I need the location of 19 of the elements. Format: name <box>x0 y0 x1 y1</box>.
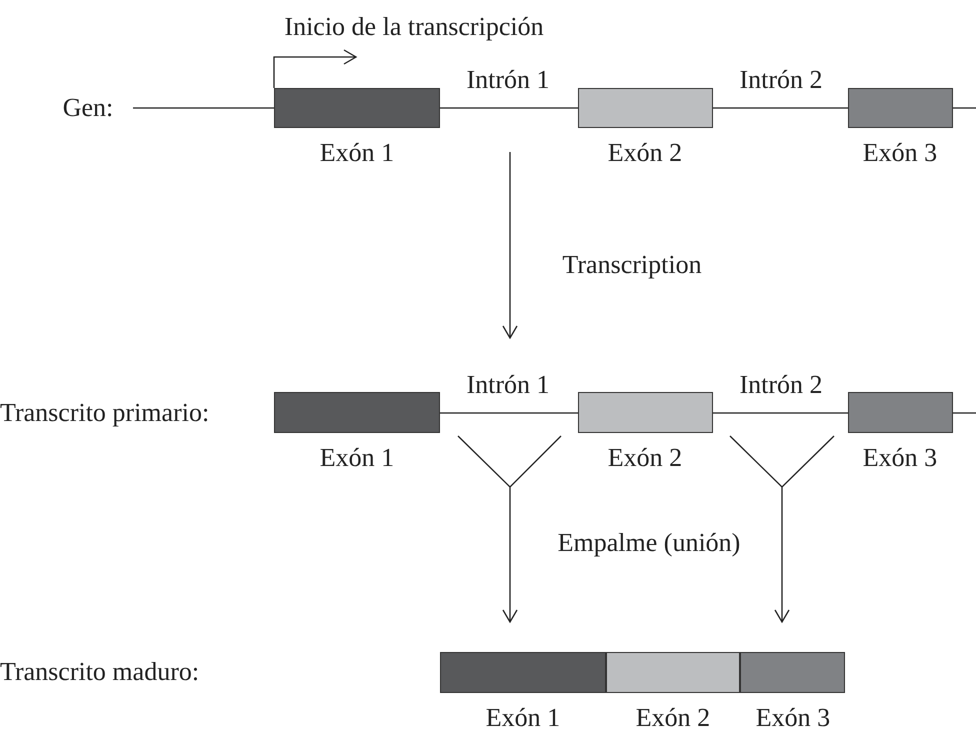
intron-label: Intrón 2 <box>739 372 823 398</box>
row-label: Transcrito primario: <box>0 400 210 426</box>
intron-label: Intrón 1 <box>466 372 550 398</box>
process-label: Transcription <box>562 252 702 278</box>
exon-label: Exón 3 <box>756 705 830 731</box>
exon-label: Exón 3 <box>862 140 938 166</box>
process-label: Empalme (unión) <box>558 530 740 556</box>
exon-label: Exón 1 <box>320 445 394 471</box>
exon-label: Exón 2 <box>608 140 682 166</box>
exon-label: Exón 1 <box>486 705 560 731</box>
exon-label: Exón 3 <box>862 445 938 471</box>
exon-label: Exón 1 <box>320 140 394 166</box>
row-label: Gen: <box>62 95 114 121</box>
intron-label: Intrón 1 <box>466 67 550 93</box>
row-label: Transcrito maduro: <box>0 659 200 685</box>
heading: Inicio de la transcripción <box>284 14 544 40</box>
exon-label: Exón 2 <box>636 705 710 731</box>
exon-label: Exón 2 <box>608 445 682 471</box>
intron-label: Intrón 2 <box>739 67 823 93</box>
